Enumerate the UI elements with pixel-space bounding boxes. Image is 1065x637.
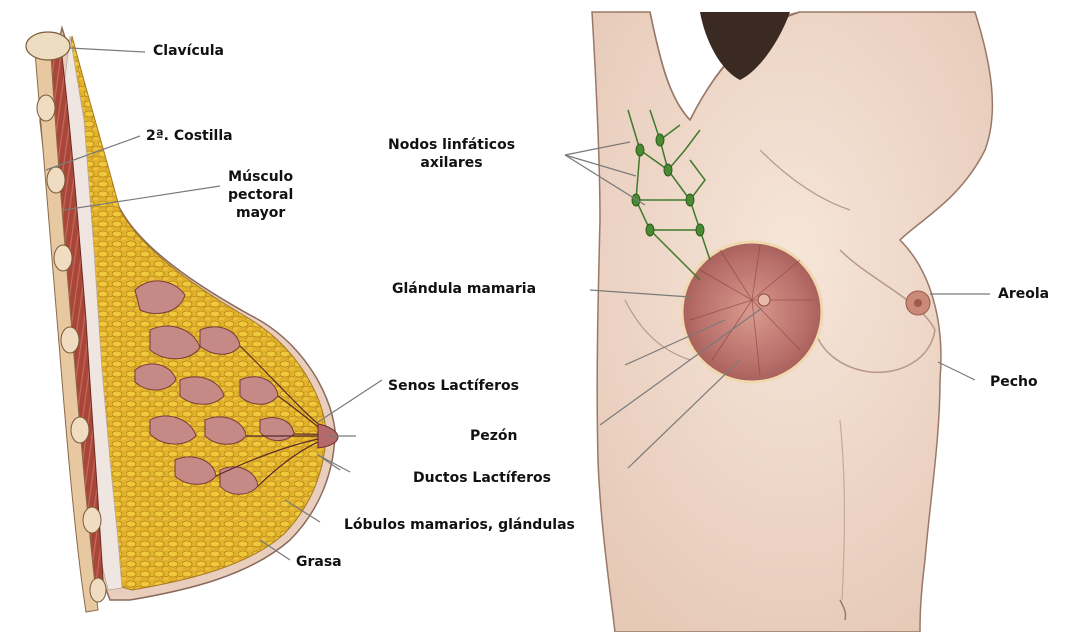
label-grasa: Grasa [296,553,342,571]
mammary-gland-cutaway [682,242,822,382]
label-pecho: Pecho [990,373,1038,391]
label-musculo-line1: Músculo [228,168,293,186]
label-musculo-pectoral: Músculo pectoral mayor [228,168,293,222]
label-senos-lactiferos: Senos Lactíferos [388,377,519,395]
torso-illustration [592,12,992,632]
nipple-cutaway [758,294,770,306]
label-nodos-line1: Nodos linfáticos [388,136,515,154]
label-musculo-line2: pectoral [228,186,293,204]
sagittal-section [26,28,338,612]
nipple [914,299,922,307]
label-clavicula: Clavícula [153,42,224,60]
label-pezon: Pezón [470,427,518,445]
label-musculo-line3: mayor [228,204,293,222]
label-nodos-line2: axilares [388,154,515,172]
label-costilla: 2ª. Costilla [146,127,233,145]
label-nodos-linfaticos: Nodos linfáticos axilares [388,136,515,172]
label-lobulos-mamarios: Lóbulos mamarios, glándulas [344,516,575,534]
label-glandula-mamaria: Glándula mamaria [392,280,536,298]
clavicle-bone [26,32,70,60]
label-ductos-lactiferos: Ductos Lactíferos [413,469,551,487]
label-areola: Areola [998,285,1049,303]
